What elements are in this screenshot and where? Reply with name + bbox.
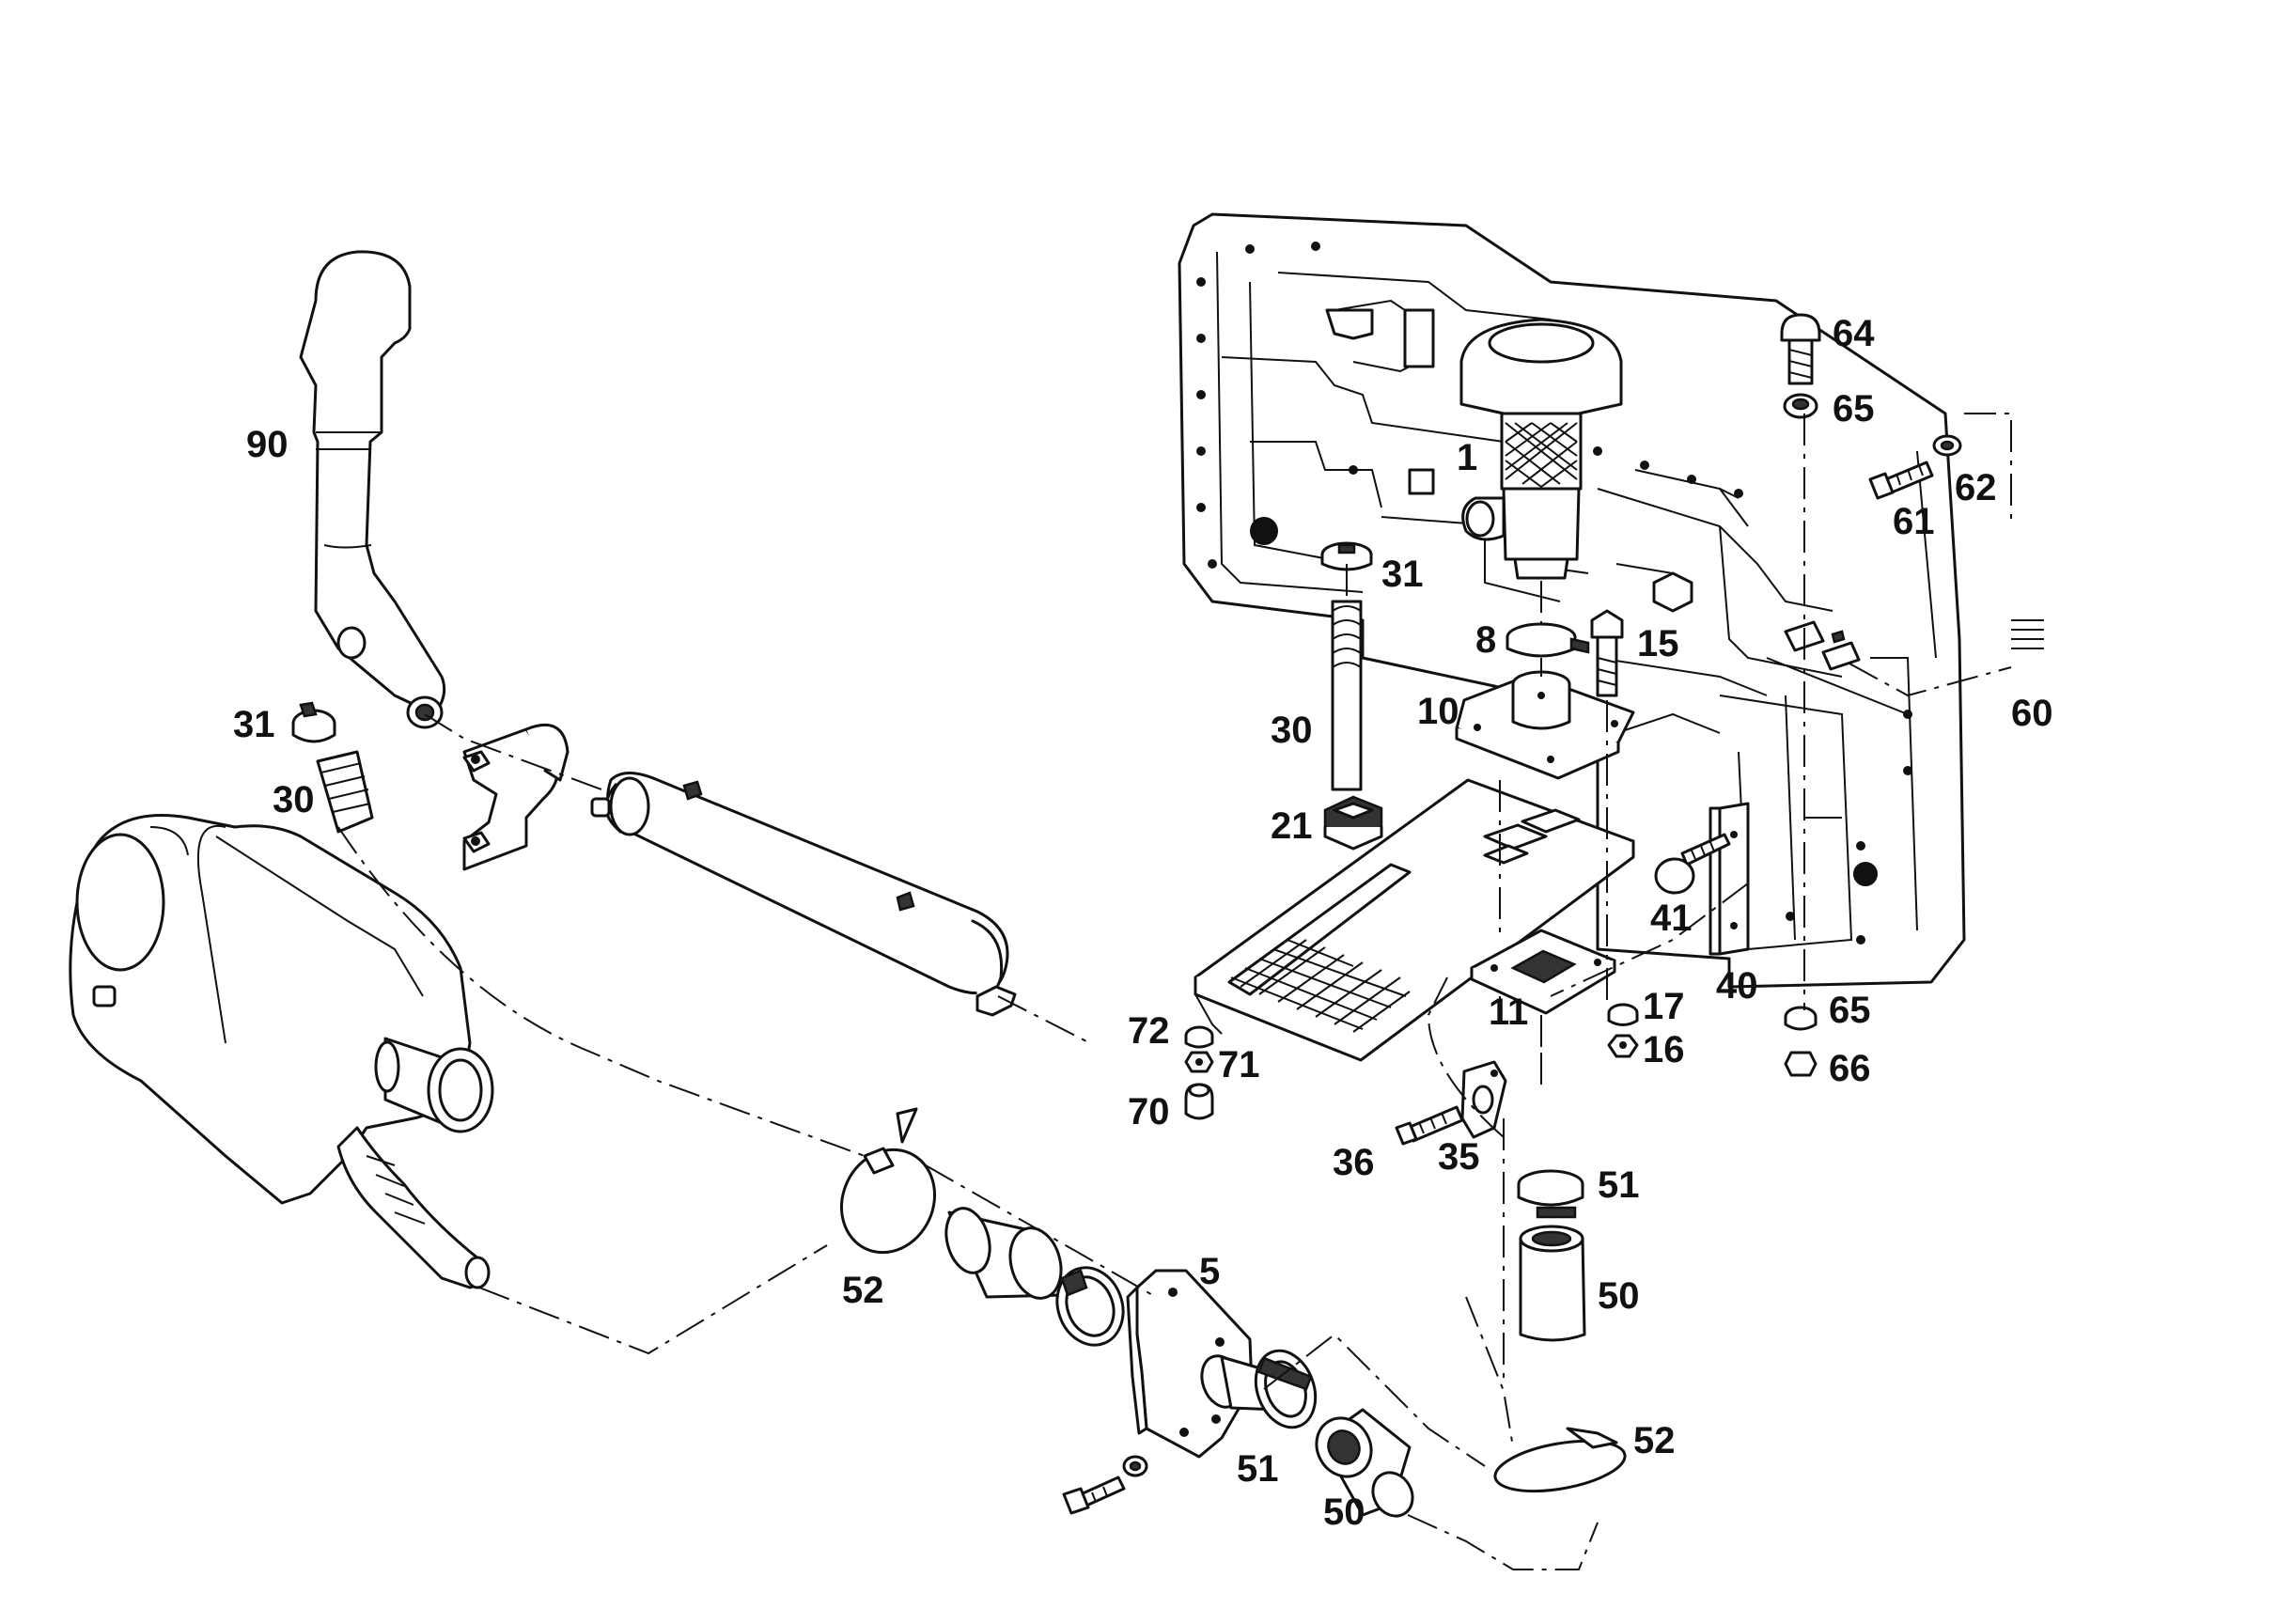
washer-part-65-bottom — [1784, 1006, 1818, 1031]
hose-clamp-part-31-left — [291, 701, 336, 743]
bolt-part-36 — [1395, 1105, 1464, 1146]
exhaust-pipe-part-90 — [299, 250, 446, 729]
mounting-bracket-left — [462, 724, 570, 871]
callout-90: 90 — [246, 424, 289, 465]
air-filter-part-1 — [1459, 318, 1623, 580]
callout-17: 17 — [1643, 986, 1685, 1027]
adapter-plate-part-11 — [1470, 929, 1616, 1015]
hose-clamp-part-8 — [1506, 622, 1590, 658]
callout-10: 10 — [1417, 691, 1459, 732]
callout-1: 1 — [1457, 437, 1477, 478]
callout-11: 11 — [1489, 992, 1528, 1033]
nut-part-66 — [1784, 1051, 1818, 1077]
hose-clamp-middle — [1055, 1266, 1125, 1347]
ring-clamp-part-52-left — [839, 1107, 937, 1255]
callout-8: 8 — [1475, 619, 1496, 661]
muffler — [590, 772, 1017, 1017]
callout-41: 41 — [1650, 898, 1693, 939]
flange-plate-part-10 — [1455, 670, 1635, 780]
callout-5: 5 — [1199, 1251, 1220, 1292]
bolt-part-61 — [1868, 461, 1934, 500]
callout-16: 16 — [1643, 1029, 1685, 1070]
callout-66: 66 — [1829, 1048, 1871, 1089]
hose-part-50-bottom — [1315, 1408, 1414, 1518]
callout-51-bottom: 51 — [1237, 1448, 1279, 1490]
bolt-part-15 — [1590, 609, 1624, 697]
callout-30-right: 30 — [1271, 710, 1313, 751]
washer-part-17 — [1607, 1003, 1639, 1026]
bolt-part-41 — [1654, 833, 1731, 895]
callout-60: 60 — [2011, 693, 2053, 734]
hose-part-50-middle — [944, 1207, 1064, 1300]
callout-64: 64 — [1833, 313, 1875, 354]
callout-40: 40 — [1716, 965, 1758, 1007]
callout-35: 35 — [1438, 1136, 1480, 1178]
callout-50-right: 50 — [1598, 1275, 1640, 1317]
hose-part-30-left — [316, 750, 374, 834]
assembly-guide-lines — [337, 413, 2012, 1570]
hose-part-50-right — [1519, 1225, 1586, 1342]
bracket-part-35 — [1460, 1060, 1507, 1139]
callout-65-top: 65 — [1833, 388, 1875, 429]
callout-30-left: 30 — [273, 779, 315, 820]
callout-31-left: 31 — [233, 704, 275, 745]
callout-52-left: 52 — [842, 1270, 884, 1311]
ring-clamp-part-52-right — [1493, 1427, 1627, 1493]
callout-72: 72 — [1128, 1010, 1170, 1052]
callout-52-right: 52 — [1633, 1420, 1676, 1461]
callout-labels: 90 31 30 52 5 51 50 1 31 8 15 10 30 21 6… — [233, 313, 2053, 1533]
callout-31-right: 31 — [1381, 554, 1424, 595]
hose-part-30-right — [1320, 541, 1373, 791]
nut-part-16 — [1607, 1034, 1639, 1058]
base-tray-plate — [1194, 778, 1635, 1062]
callout-65-bottom: 65 — [1829, 990, 1871, 1031]
callout-15: 15 — [1637, 623, 1679, 664]
bushing-part-70 — [1184, 1083, 1214, 1120]
bolt-part-64 — [1780, 313, 1821, 385]
callout-61: 61 — [1893, 501, 1935, 542]
hose-clamp-part-51-right — [1517, 1169, 1584, 1219]
large-silencer — [69, 814, 494, 1289]
callout-50-bottom: 50 — [1323, 1491, 1365, 1533]
callout-62: 62 — [1955, 467, 1997, 508]
bracket-part-40 — [1708, 802, 1750, 956]
hose-clamp-part-51-bottom — [1254, 1349, 1318, 1429]
callout-21: 21 — [1271, 805, 1313, 847]
washer-part-62 — [1932, 434, 1962, 457]
bolt-bottom-left — [1062, 1455, 1148, 1515]
washer-part-72 — [1184, 1025, 1214, 1049]
washer-part-65-top — [1783, 393, 1818, 419]
callout-51-right: 51 — [1598, 1164, 1640, 1206]
flange-plate-part-5 — [1126, 1269, 1280, 1459]
callout-70: 70 — [1128, 1091, 1170, 1132]
gasket-part-21 — [1323, 795, 1383, 851]
callout-71: 71 — [1218, 1044, 1260, 1085]
callout-36: 36 — [1333, 1142, 1375, 1183]
nut-part-71 — [1184, 1051, 1214, 1073]
